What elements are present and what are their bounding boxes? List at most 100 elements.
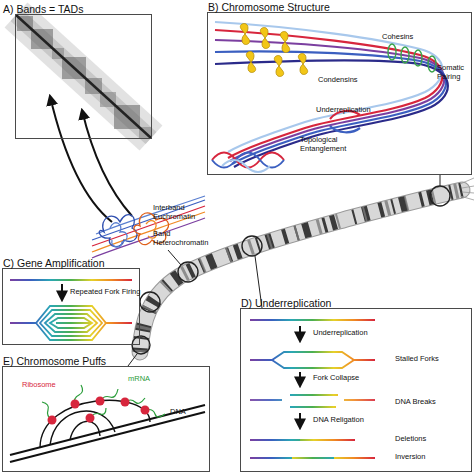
figure-label: Topological Entanglement <box>300 136 360 153</box>
rainbow-dna <box>272 360 354 368</box>
dna-strand <box>10 405 205 455</box>
figure-label: Underreplication <box>316 106 371 115</box>
rainbow-dna <box>45 314 97 332</box>
dna-strand <box>10 400 205 462</box>
panel-title: B) Chromosome Structure <box>208 1 330 13</box>
condensin <box>274 56 283 77</box>
figure-label: Ribosome <box>22 381 56 390</box>
polytene-chromosome <box>140 190 462 352</box>
zoom-circle <box>140 292 160 312</box>
chromatid-strand <box>215 22 448 167</box>
entangled-helix <box>222 160 270 172</box>
mrna-strand <box>42 385 165 420</box>
zoom-line <box>128 354 137 366</box>
ribosome <box>48 397 150 425</box>
figure-label: Condensins <box>318 76 358 85</box>
figure-label: DNA Religation <box>313 416 364 425</box>
ribosome <box>48 416 57 425</box>
chromosome-fiber <box>460 178 474 200</box>
figure-label: Cohesins <box>382 33 413 42</box>
figure-label: DNA <box>170 408 186 417</box>
ribosome <box>71 400 80 409</box>
rainbow-dna <box>250 319 375 321</box>
process-arrow <box>61 284 63 300</box>
panel-title: C) Gene Amplification <box>3 257 105 269</box>
rainbow-dna <box>344 399 375 401</box>
zoom-line <box>128 175 440 366</box>
condensin <box>260 28 269 49</box>
polytene-chromosome <box>140 190 462 352</box>
rainbow-dna <box>250 439 300 441</box>
figure-label: Underreplication <box>313 329 368 338</box>
panel-box: C) Gene Amplification <box>2 268 140 345</box>
pointer-arrow <box>50 96 112 222</box>
cohesin-ring <box>401 47 409 63</box>
panel-box: A) Bands = TADs <box>15 14 152 139</box>
process-arrow <box>299 326 301 341</box>
tad-heatmap <box>15 14 152 139</box>
rainbow-dna <box>10 279 132 281</box>
rainbow-dna <box>290 394 338 396</box>
ribosome <box>86 414 95 423</box>
chromosome-fiber <box>462 186 474 188</box>
dna-strand <box>10 412 205 462</box>
chromosome-fiber <box>462 192 474 193</box>
cohesin-ring <box>414 50 422 66</box>
polytene-chromosome <box>140 190 462 352</box>
figure-label: Interband Euchromatin <box>153 204 203 221</box>
rainbow-dna <box>334 457 375 459</box>
cohesin-ring <box>388 44 396 60</box>
chromosome-fiber <box>460 178 474 184</box>
rainbow-dna <box>300 439 355 441</box>
process-arrow <box>299 372 301 386</box>
zoom-circle <box>132 336 150 354</box>
polytene-chromosome <box>140 190 462 352</box>
figure-label: Deletions <box>395 435 426 444</box>
condensin <box>246 52 255 73</box>
rainbow-dna <box>250 320 375 458</box>
rainbow-dna <box>292 457 334 459</box>
ribosome <box>121 398 130 407</box>
chromatin-fiber <box>96 196 205 234</box>
chromatin-fiber <box>99 215 137 247</box>
ribosome <box>141 406 150 415</box>
chromatid-strand <box>330 126 360 132</box>
figure-label: Stalled Forks <box>395 355 439 364</box>
pointer-arrow <box>82 110 132 216</box>
condensin <box>280 32 289 53</box>
rainbow-dna <box>250 352 375 360</box>
tad-heatmap <box>15 14 152 139</box>
dna-strand <box>50 411 115 445</box>
zoom-line <box>168 250 181 265</box>
zoom-circle <box>430 186 450 206</box>
panel-title: E) Chromosome Puffs <box>3 355 106 367</box>
chromatid-strand <box>215 30 442 158</box>
chromatid-strand <box>215 40 444 161</box>
pointer-arrow <box>50 96 132 222</box>
cohesin-ring <box>428 56 436 72</box>
rainbow-dna <box>250 399 282 401</box>
entangled-helix <box>212 153 284 173</box>
dna-strand <box>40 400 150 448</box>
process-arrow <box>61 284 63 300</box>
figure-label: DNA Breaks <box>395 398 436 407</box>
rainbow-dna <box>50 318 92 328</box>
chromatin-fiber <box>92 196 205 258</box>
condensin <box>240 24 307 77</box>
process-arrow <box>299 326 301 428</box>
ribosome <box>96 397 105 406</box>
panel-title: D) Underreplication <box>241 297 331 309</box>
panel-title: A) Bands = TADs <box>3 3 83 15</box>
figure-label: Fork Collapse <box>313 374 359 383</box>
chromatid-strand <box>215 60 448 167</box>
zoom-circle <box>242 236 262 256</box>
rainbow-dna <box>40 310 102 336</box>
polytene-chromosome <box>140 190 462 352</box>
figure-label: mRNA <box>128 375 150 384</box>
condensin <box>240 24 249 45</box>
rainbow-dna <box>250 457 292 459</box>
process-arrow <box>299 413 301 428</box>
figure-label: Band Heterochromatin <box>153 230 215 247</box>
chromatid-strand <box>215 51 446 164</box>
